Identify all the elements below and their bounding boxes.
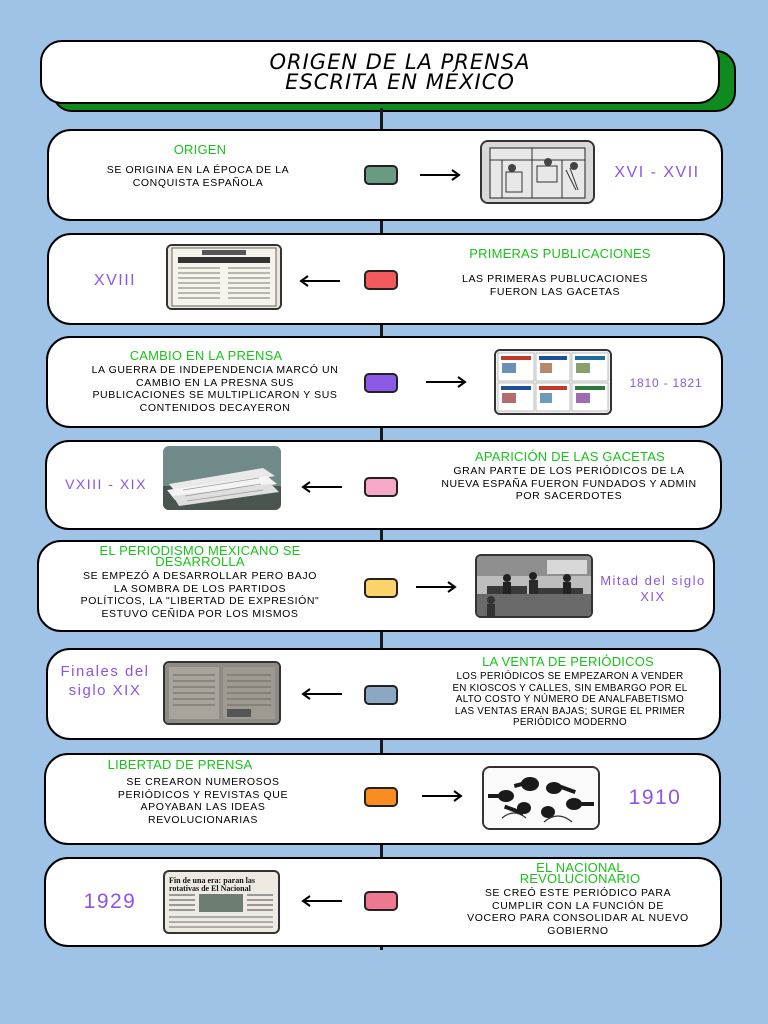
old-newspaper-image <box>163 661 281 725</box>
event-heading: Cambio en la prensa <box>129 348 283 363</box>
timeline-node <box>364 685 398 705</box>
title-line-2: escrita en México <box>285 70 515 94</box>
timeline-node <box>364 270 398 290</box>
event-text: Se empezó a desarrollar pero bajo la som… <box>80 570 320 620</box>
event-heading: El Nacional revolucionario <box>519 860 641 886</box>
event-text: Se origina en la época de la conquista e… <box>106 164 290 189</box>
timeline-node <box>364 477 398 497</box>
arrow-right-icon <box>420 169 461 181</box>
press-microphones-image <box>482 766 600 830</box>
event-text: Los periódicos se empezaron a vender en … <box>452 671 688 728</box>
newsroom-photo-image <box>475 554 593 618</box>
arrow-right-icon <box>426 376 467 388</box>
newspaper-collage-image <box>494 349 612 415</box>
timeline-node <box>364 165 398 185</box>
arrow-left-icon <box>299 275 340 287</box>
arrow-left-icon <box>301 895 342 907</box>
event-text: Se creó este periódico para cumplir con … <box>467 887 689 937</box>
title-banner: Origen de la prensa escrita en México <box>40 40 720 104</box>
event-date: 1910 <box>628 786 682 809</box>
event-date: Mitad del siglo XIX <box>600 573 706 604</box>
event-heading: La venta de periódicos <box>482 654 654 669</box>
timeline-node <box>364 373 398 393</box>
arrow-right-icon <box>422 790 463 802</box>
event-heading: Libertad de prensa <box>107 757 253 772</box>
printing-press-engraving-image <box>480 140 595 204</box>
old-gazette-page-image <box>166 244 282 310</box>
event-date: Finales del siglo XIX <box>60 663 150 699</box>
timeline-node <box>364 578 398 598</box>
event-text: Se crearon numerosos periódicos y revist… <box>117 776 289 826</box>
arrow-left-icon <box>301 688 342 700</box>
el-nacional-newspaper-image: Fin de una era: paran las rotativas de E… <box>163 870 280 934</box>
event-heading: Primeras publicaciones <box>469 246 651 261</box>
event-text: La guerra de independencia marcó un camb… <box>91 364 339 414</box>
event-heading: El periodismo mexicano se desarrolla <box>99 543 301 569</box>
event-date: 1929 <box>83 890 137 913</box>
event-date: 1810 - 1821 <box>629 376 703 390</box>
arrow-right-icon <box>416 581 457 593</box>
newspaper-stack-image <box>163 446 281 510</box>
event-text: Las primeras publucaciones fueron las ga… <box>462 273 648 298</box>
event-heading: Origen <box>173 142 227 157</box>
timeline-node <box>364 891 398 911</box>
el-nacional-headline: Fin de una era: paran las rotativas de E… <box>169 876 256 893</box>
event-heading: Aparición de las gacetas <box>475 449 665 464</box>
timeline-node <box>364 787 398 807</box>
event-date: XVIII <box>93 272 137 289</box>
event-date: XVI - XVII <box>614 164 700 181</box>
title-line-1: Origen de la prensa <box>269 50 531 74</box>
arrow-left-icon <box>301 481 342 493</box>
event-text: Gran parte de los periódicos de la Nueva… <box>441 465 697 502</box>
event-date: VXIII - XIX <box>65 476 147 492</box>
